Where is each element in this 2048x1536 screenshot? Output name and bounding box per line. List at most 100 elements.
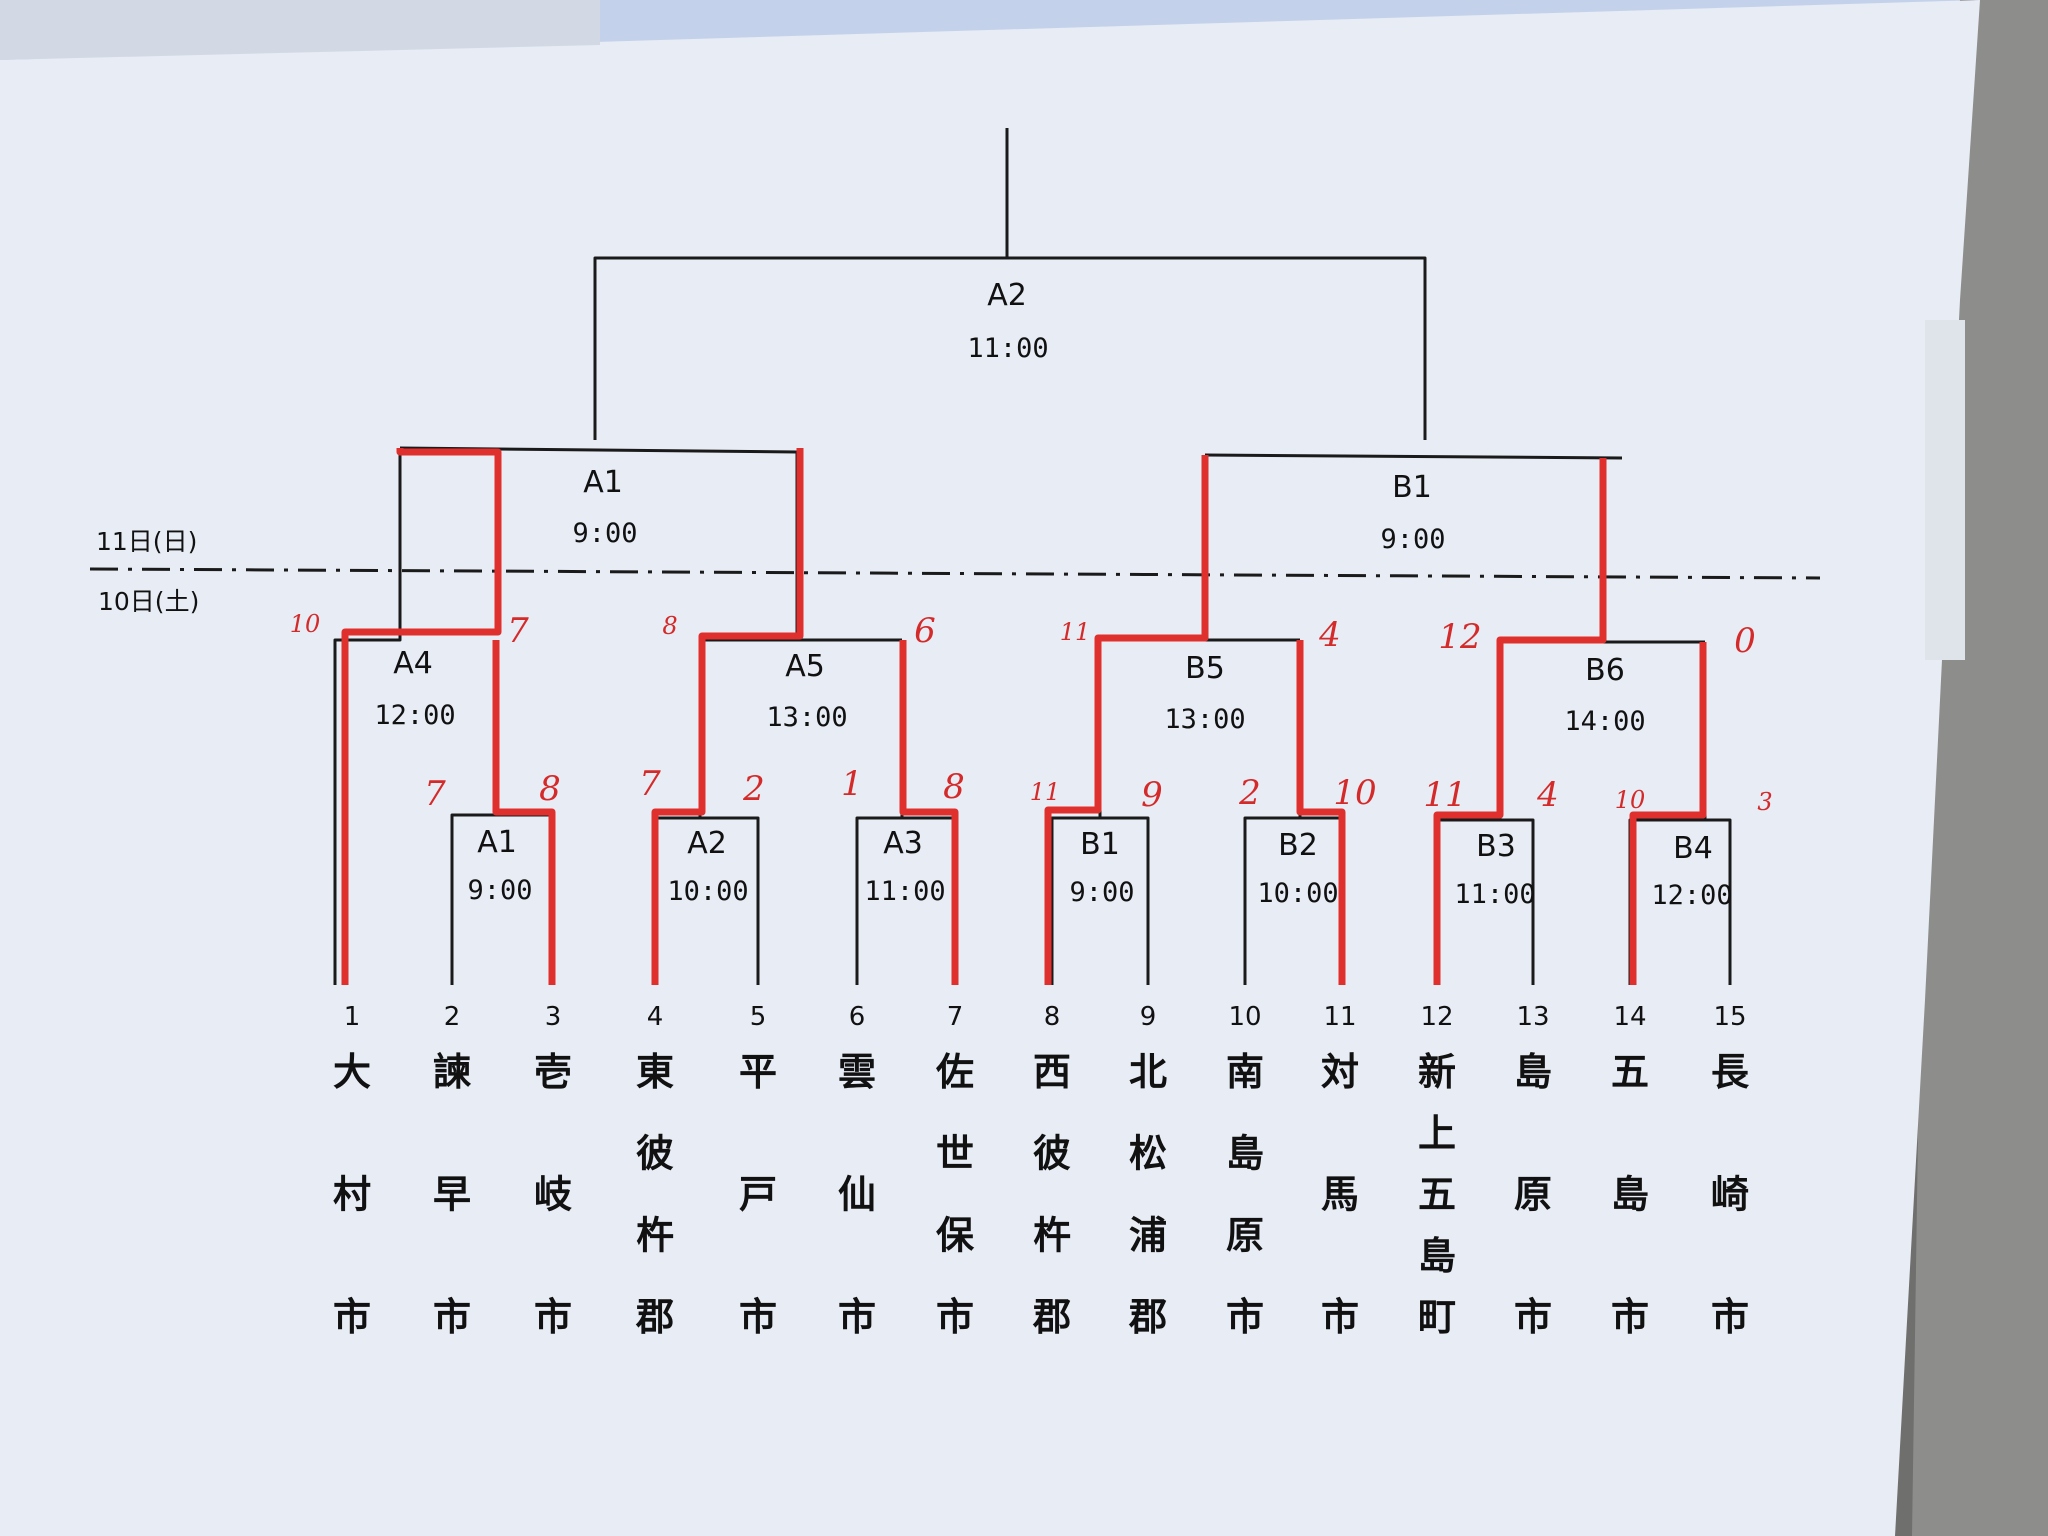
bracket-line xyxy=(1705,818,1732,985)
bracket-line xyxy=(333,448,402,985)
team-name-char: 市 xyxy=(1611,1295,1649,1339)
team-number: 9 xyxy=(1140,1002,1157,1032)
score-rb2-right: 10 xyxy=(1333,773,1376,813)
match-ra1-label: A1 xyxy=(477,825,517,860)
score-a5-right: 6 xyxy=(914,611,936,651)
team-name-char: 町 xyxy=(1418,1295,1456,1339)
score-ra2-left: 7 xyxy=(639,764,661,804)
team-name-char: 彼 xyxy=(1033,1132,1071,1176)
team-number: 2 xyxy=(444,1002,461,1032)
match-b5-time: 13:00 xyxy=(1164,704,1245,735)
team-name-char: 長 xyxy=(1711,1050,1750,1094)
team-name-char: 新 xyxy=(1418,1050,1456,1094)
winner-path-line xyxy=(1629,642,1707,985)
team-number: 6 xyxy=(849,1002,866,1032)
team-name-char: 原 xyxy=(1226,1213,1264,1257)
team-name-char: 杵 xyxy=(636,1213,674,1257)
team-number: 5 xyxy=(750,1002,767,1032)
team-name-char: 戸 xyxy=(739,1173,777,1217)
team-name-char: 世 xyxy=(936,1132,974,1176)
bracket-line xyxy=(1100,816,1150,985)
team-name-char: 東 xyxy=(636,1050,674,1094)
team-name-char: 雲 xyxy=(838,1050,876,1094)
team-name-char: 北 xyxy=(1129,1050,1167,1094)
team-name-char: 市 xyxy=(1321,1295,1359,1339)
match-ra1-time: 9:00 xyxy=(467,875,532,906)
team-name-char: 壱 xyxy=(534,1050,572,1094)
team-name-char: 浦 xyxy=(1129,1213,1167,1257)
match-b6-time: 14:00 xyxy=(1564,706,1645,737)
team-name-char: 杵 xyxy=(1033,1213,1071,1257)
score-rb3-left: 11 xyxy=(1423,775,1466,815)
score-ra3-right: 8 xyxy=(943,767,965,807)
match-ra2-time: 10:00 xyxy=(667,876,748,907)
semi-b-time: 9:00 xyxy=(1380,524,1445,555)
team-name-char: 彼 xyxy=(636,1132,674,1176)
score-rb1-left: 11 xyxy=(1030,778,1061,806)
team-name-char: 原 xyxy=(1514,1173,1552,1217)
match-a5-time: 13:00 xyxy=(766,702,847,733)
score-a4-left: 10 xyxy=(290,610,321,638)
final-label: A2 xyxy=(987,278,1027,313)
team-name-char: 郡 xyxy=(1128,1295,1167,1339)
score-rb2-left: 2 xyxy=(1238,773,1261,813)
winner-path-line xyxy=(1044,455,1209,985)
team-number: 7 xyxy=(947,1002,964,1032)
match-rb4-time: 12:00 xyxy=(1651,880,1732,911)
team-name-char: 市 xyxy=(739,1295,777,1339)
team-name-char: 市 xyxy=(1711,1295,1749,1339)
team-name-char: 崎 xyxy=(1711,1173,1749,1217)
team-name-char: 五 xyxy=(1418,1173,1456,1217)
team-name-char: 市 xyxy=(333,1295,371,1339)
match-a4-time: 12:00 xyxy=(374,700,455,731)
score-b6-right: 0 xyxy=(1734,621,1756,661)
team-name-char: 上 xyxy=(1418,1111,1456,1155)
score-rb1-right: 9 xyxy=(1141,775,1163,815)
team-name-char: 馬 xyxy=(1321,1173,1359,1217)
match-rb4-label: B4 xyxy=(1673,831,1713,866)
match-b6-label: B6 xyxy=(1585,653,1625,688)
bracket-line xyxy=(1050,816,1100,985)
match-rb3-time: 11:00 xyxy=(1454,879,1535,910)
team-name-char: 島 xyxy=(1418,1234,1456,1278)
score-ra1-left: 7 xyxy=(424,774,446,814)
winner-path-line xyxy=(651,448,804,985)
day-label-sunday: 11日(日) xyxy=(96,527,197,556)
team-name-char: 島 xyxy=(1514,1050,1552,1094)
score-ra2-right: 2 xyxy=(742,769,765,809)
match-ra3-time: 11:00 xyxy=(864,876,945,907)
team-name-char: 佐 xyxy=(935,1050,974,1094)
team-name-char: 五 xyxy=(1611,1050,1649,1094)
score-a5-left: 8 xyxy=(662,612,677,640)
match-b5-label: B5 xyxy=(1185,651,1225,686)
team-number: 3 xyxy=(545,1002,562,1032)
team-name-char: 市 xyxy=(1226,1295,1264,1339)
match-ra2-label: A2 xyxy=(687,826,727,861)
team-number: 10 xyxy=(1228,1002,1261,1032)
team-name-char: 松 xyxy=(1129,1132,1167,1176)
match-rb2-time: 10:00 xyxy=(1257,878,1338,909)
score-rb3-right: 4 xyxy=(1536,775,1559,815)
team-name-char: 村 xyxy=(333,1173,371,1217)
match-a5-label: A5 xyxy=(785,649,825,684)
bracket-line xyxy=(1204,453,1623,460)
team-name-char: 岐 xyxy=(534,1173,572,1217)
team-number: 15 xyxy=(1713,1002,1746,1032)
team-name-char: 大 xyxy=(333,1050,371,1094)
semi-b-label: B1 xyxy=(1392,470,1432,505)
team-number: 1 xyxy=(344,1002,361,1032)
team-name-char: 仙 xyxy=(838,1173,876,1217)
score-b5-right: 4 xyxy=(1318,615,1341,655)
winner-path xyxy=(341,448,1707,985)
score-rb4-left: 10 xyxy=(1615,786,1646,814)
match-a4-label: A4 xyxy=(393,646,433,681)
team-name-char: 市 xyxy=(433,1295,471,1339)
team-name-char: 市 xyxy=(1514,1295,1552,1339)
team-name-char: 保 xyxy=(936,1213,975,1257)
team-name-char: 郡 xyxy=(1032,1295,1071,1339)
match-rb1-label: B1 xyxy=(1080,827,1120,862)
team-name-char: 対 xyxy=(1321,1050,1359,1094)
team-name-char: 島 xyxy=(1611,1173,1649,1217)
score-a4-right: 7 xyxy=(507,611,529,651)
team-number: 4 xyxy=(647,1002,664,1032)
